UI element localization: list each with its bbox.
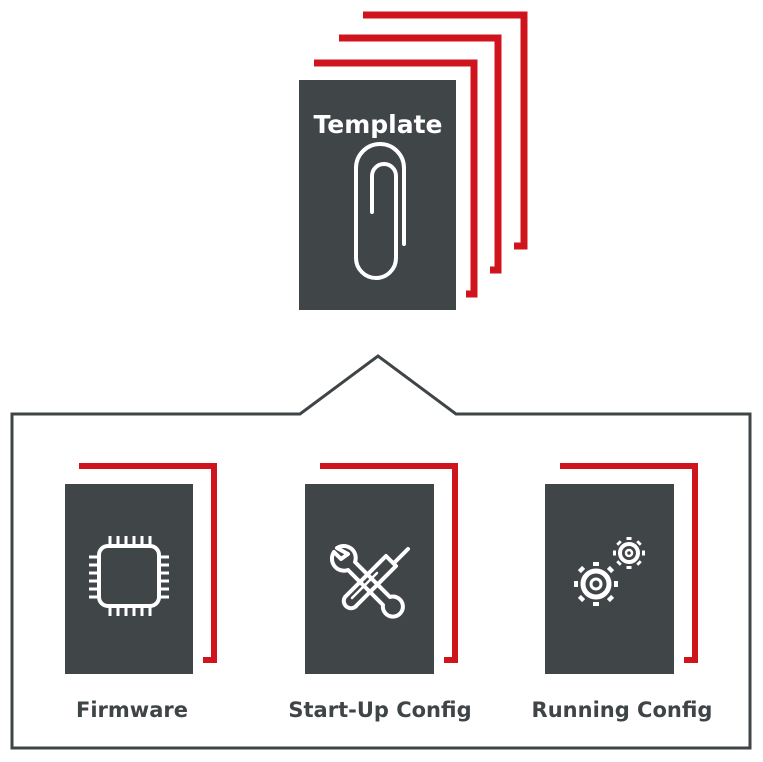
template-sheet-back-3: [363, 11, 528, 250]
item-startup-config: Start-Up Config: [288, 463, 472, 722]
item-firmware: Firmware: [65, 463, 217, 722]
firmware-sheet-back: [79, 463, 217, 663]
template-sheet-back-2: [339, 34, 502, 274]
gears-icon: [574, 537, 645, 606]
template-stack: Template: [299, 11, 528, 310]
firmware-label: Firmware: [76, 698, 188, 722]
running-label: Running Config: [532, 698, 713, 722]
startup-sheet-back: [320, 463, 458, 663]
group-container-outline: [10, 354, 752, 750]
startup-label: Start-Up Config: [288, 698, 471, 722]
paperclip-icon: [354, 142, 406, 280]
template-title: Template: [314, 110, 443, 139]
chip-icon: [89, 536, 169, 616]
gear-small: [613, 537, 645, 569]
firmware-card: [65, 484, 193, 674]
running-sheet-back: [560, 463, 698, 663]
gear-large: [574, 562, 618, 606]
template-card: [299, 80, 456, 310]
template-sheet-back-1: [314, 59, 478, 298]
tools-icon: [330, 544, 410, 619]
item-running-config: Running Config: [532, 463, 713, 722]
